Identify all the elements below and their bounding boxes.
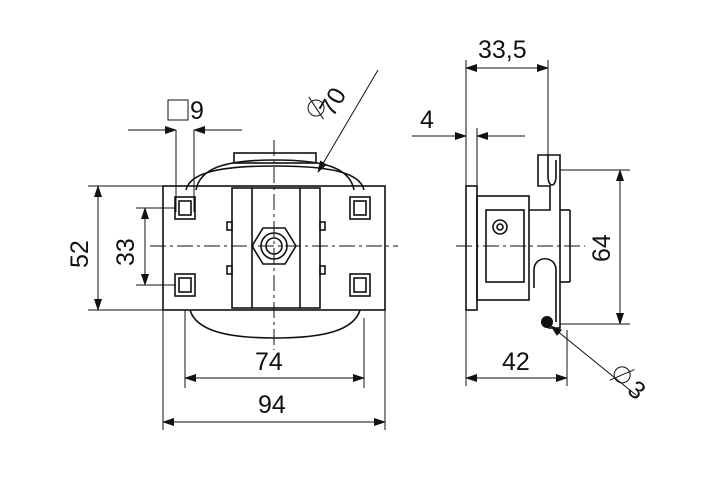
dim-width-74: 74: [255, 348, 283, 376]
dim-offset-4: 4: [420, 106, 434, 134]
housing-inner-top: [185, 165, 365, 191]
diameter-symbol-3: [609, 366, 635, 384]
dim-height-33: 33: [112, 238, 140, 266]
lower-hook: [533, 257, 557, 322]
side-bracket: [529, 154, 561, 329]
center-panel: [231, 187, 321, 309]
diameter-symbol-70: [307, 96, 325, 120]
dim-width-94: 94: [258, 391, 286, 419]
clip-top-left: [174, 196, 196, 220]
dim-height-64: 64: [588, 234, 616, 262]
front-dimensions: 9 70 52 33 74: [66, 69, 386, 430]
side-plate: [465, 185, 478, 311]
dim-depth-33-5: 33,5: [478, 36, 527, 64]
top-tab: [233, 152, 317, 164]
dim-height-52: 52: [66, 240, 94, 268]
side-body: [476, 195, 530, 301]
pin: [541, 316, 553, 328]
spring-loop: [547, 155, 557, 186]
square-symbol: [167, 99, 189, 121]
clip-bottom-right: [349, 273, 371, 297]
clip-bottom-left: [174, 273, 196, 297]
side-view: [456, 154, 585, 329]
front-view: [150, 140, 398, 350]
dim-square-9: 9: [190, 97, 204, 125]
side-dimensions: 33,5 4 64 42 3: [412, 36, 651, 406]
dim-diameter-3-value: 3: [622, 375, 651, 405]
clip-top-right: [349, 196, 371, 220]
housing-bottom-arc: [189, 309, 361, 339]
dim-depth-42: 42: [502, 348, 530, 376]
